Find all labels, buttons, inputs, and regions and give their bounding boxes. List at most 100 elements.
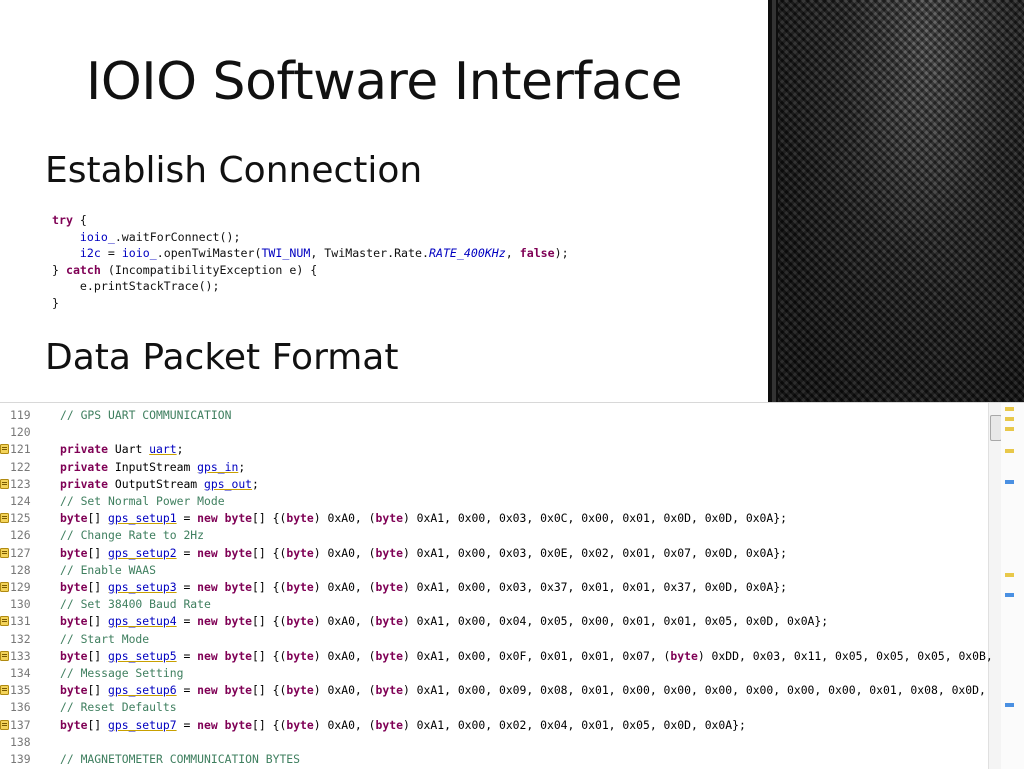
code-token: ) 0xDD, 0x03, 0x11, 0x05, 0x05, 0x05, 0x… bbox=[697, 648, 993, 663]
code-token: RATE_400KHz bbox=[428, 246, 506, 260]
code-text: // Enable WAAS bbox=[60, 562, 156, 579]
code-token: try bbox=[52, 213, 73, 227]
vertical-scrollbar[interactable] bbox=[988, 403, 1002, 769]
line-number: 128 bbox=[10, 562, 31, 577]
snippet-line: ioio_.waitForConnect(); bbox=[52, 229, 569, 246]
code-token: , TwiMaster.Rate. bbox=[310, 246, 429, 260]
code-line[interactable]: 128 // Enable WAAS bbox=[0, 562, 990, 579]
code-token: [] bbox=[87, 648, 109, 663]
code-token: [] bbox=[87, 683, 109, 698]
code-token: [] bbox=[87, 717, 109, 732]
warning-icon[interactable] bbox=[0, 478, 9, 489]
warning-icon[interactable] bbox=[0, 719, 9, 730]
line-number: 139 bbox=[10, 752, 31, 766]
overview-marker[interactable] bbox=[1005, 480, 1014, 484]
line-number: 126 bbox=[10, 528, 31, 543]
code-token: // Change Rate to 2Hz bbox=[60, 528, 205, 543]
warning-icon[interactable] bbox=[0, 582, 9, 592]
warning-icon[interactable] bbox=[0, 444, 9, 455]
section-heading-packet: Data Packet Format bbox=[45, 337, 399, 378]
code-token: gps_setup7 bbox=[108, 717, 177, 732]
code-text: // Set Normal Power Mode bbox=[60, 493, 225, 510]
line-number: 123 bbox=[10, 476, 31, 491]
code-token: catch bbox=[65, 262, 101, 277]
carbon-fiber-panel bbox=[768, 0, 1024, 402]
code-token bbox=[218, 718, 225, 732]
overview-marker[interactable] bbox=[1005, 573, 1014, 577]
code-token bbox=[52, 246, 80, 260]
code-line[interactable]: 138 bbox=[0, 734, 990, 751]
code-line[interactable]: 134// Message Setting bbox=[0, 665, 990, 682]
overview-marker[interactable] bbox=[1005, 449, 1014, 453]
code-token: } bbox=[52, 295, 59, 310]
code-line[interactable]: 126 // Change Rate to 2Hz bbox=[0, 527, 990, 544]
code-token: byte bbox=[60, 717, 88, 732]
code-token: gps_out bbox=[204, 476, 253, 491]
code-token: // Enable WAAS bbox=[60, 562, 157, 577]
code-token: gps_setup3 bbox=[108, 580, 177, 594]
line-number: 124 bbox=[10, 494, 31, 508]
code-token: byte bbox=[286, 511, 314, 526]
code-token: // Set Normal Power Mode bbox=[60, 494, 225, 508]
warning-icon[interactable] bbox=[0, 513, 9, 524]
code-token: byte bbox=[670, 648, 698, 663]
overview-ruler[interactable] bbox=[1001, 403, 1024, 769]
code-line[interactable]: 130// Set 38400 Baud Rate bbox=[0, 596, 990, 613]
code-line[interactable]: 120 bbox=[0, 424, 990, 441]
code-token: byte bbox=[224, 545, 253, 560]
warning-icon[interactable] bbox=[0, 547, 9, 558]
warning-icon[interactable] bbox=[0, 616, 9, 627]
code-line[interactable]: 132// Start Mode bbox=[0, 631, 990, 648]
code-token: byte bbox=[224, 614, 253, 629]
code-token: ) 0xA0, ( bbox=[313, 545, 376, 560]
code-token: = bbox=[100, 246, 122, 260]
code-token: // Set 38400 Baud Rate bbox=[60, 597, 211, 612]
code-token: new bbox=[197, 511, 218, 526]
overview-marker[interactable] bbox=[1005, 407, 1014, 411]
code-text: // GPS UART COMMUNICATION bbox=[60, 407, 231, 424]
code-token: byte bbox=[60, 511, 88, 526]
code-line[interactable]: 136// Reset Defaults bbox=[0, 699, 990, 716]
code-token bbox=[52, 230, 80, 244]
snippet-line: } catch (IncompatibilityException e) { bbox=[52, 262, 569, 279]
warning-icon[interactable] bbox=[0, 685, 9, 696]
code-token: byte bbox=[60, 648, 88, 663]
code-token: = bbox=[176, 683, 198, 698]
code-token: = bbox=[176, 580, 198, 594]
overview-marker[interactable] bbox=[1005, 593, 1014, 597]
code-token: ) 0xA1, 0x00, 0x03, 0x37, 0x01, 0x01, 0x… bbox=[402, 580, 787, 594]
code-token: byte bbox=[60, 683, 88, 698]
code-token: TWI_NUM bbox=[261, 246, 311, 260]
warning-icon[interactable] bbox=[0, 650, 9, 661]
code-token: [] {( bbox=[252, 545, 287, 560]
code-token: // GPS UART COMMUNICATION bbox=[60, 408, 232, 422]
code-token: byte bbox=[224, 683, 253, 698]
code-text: // Change Rate to 2Hz bbox=[60, 527, 204, 544]
code-token: byte bbox=[60, 614, 88, 629]
overview-marker[interactable] bbox=[1005, 427, 1014, 431]
overview-marker[interactable] bbox=[1005, 703, 1014, 707]
overview-marker[interactable] bbox=[1005, 417, 1014, 421]
code-token: ) 0xA1, 0x00, 0x04, 0x05, 0x00, 0x01, 0x… bbox=[402, 614, 829, 629]
code-text: // Set 38400 Baud Rate bbox=[60, 596, 211, 613]
code-line[interactable]: 124 // Set Normal Power Mode bbox=[0, 493, 990, 510]
code-line[interactable]: 119// GPS UART COMMUNICATION bbox=[0, 407, 990, 424]
line-number: 138 bbox=[10, 734, 31, 749]
code-token: // Message Setting bbox=[60, 666, 184, 680]
code-text: // Message Setting bbox=[60, 665, 183, 682]
code-line[interactable]: 139// MAGNETOMETER COMMUNICATION BYTES bbox=[0, 751, 990, 768]
code-token: [] bbox=[87, 580, 109, 594]
code-token: byte bbox=[224, 717, 253, 732]
code-token: byte bbox=[375, 717, 403, 732]
